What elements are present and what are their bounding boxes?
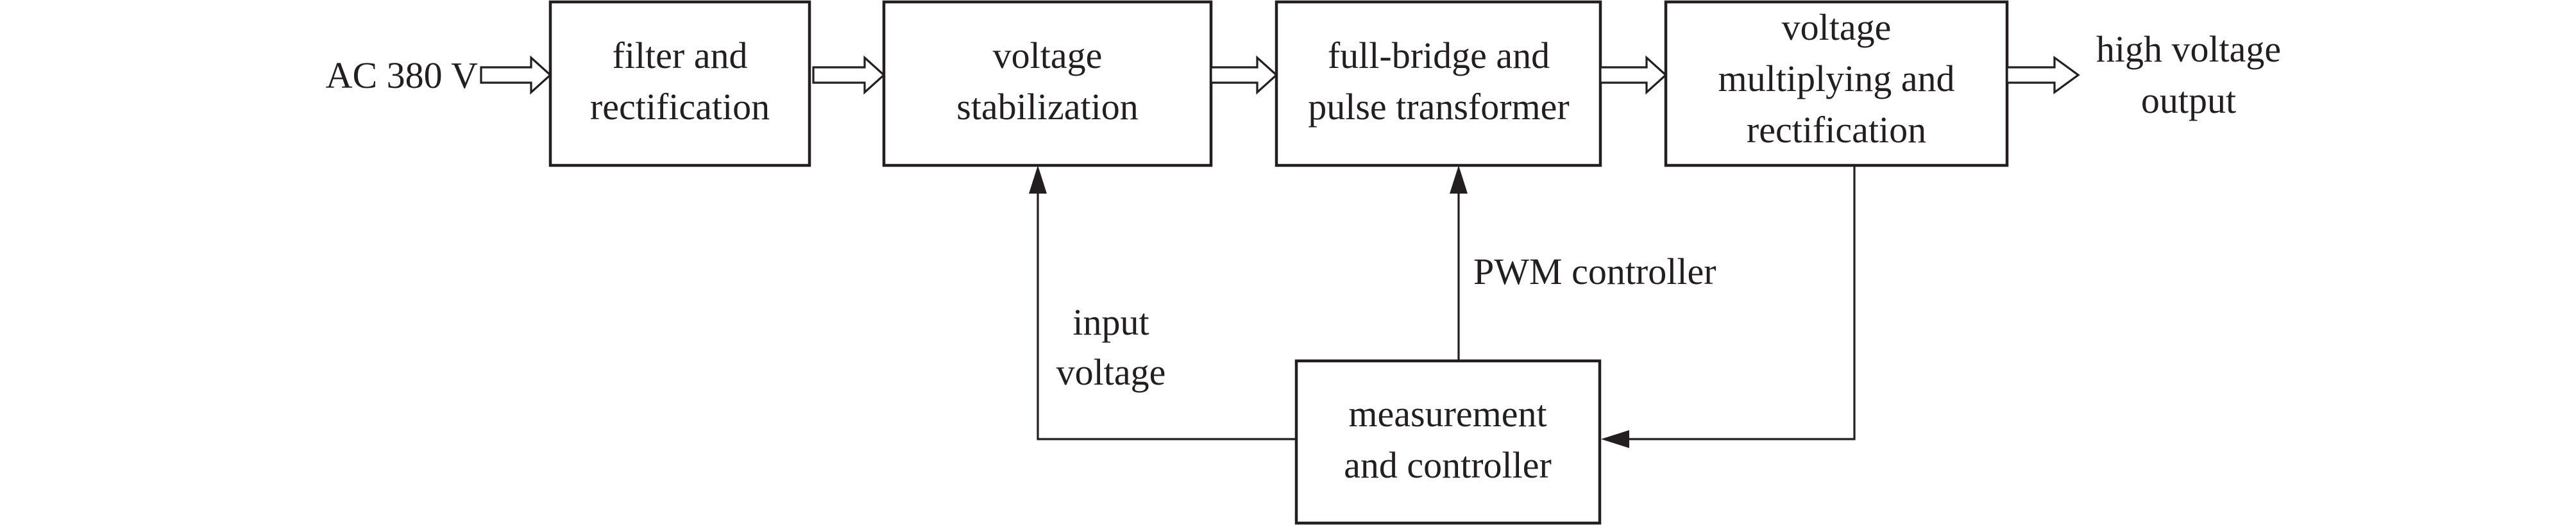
voltage-multiplier-label-line3: rectification xyxy=(1747,109,1926,151)
voltage-multiplier-box xyxy=(1664,0,2009,167)
measurement-controller-label-line2: and controller xyxy=(1344,444,1552,486)
full-bridge-label-line1: full-bridge and xyxy=(1328,35,1550,76)
input-label: AC 380 V xyxy=(326,54,479,96)
voltage-multiplier-label-line1: voltage xyxy=(1782,6,1892,48)
pwm-control-arrowhead xyxy=(1450,165,1468,194)
input-voltage-label-line2: voltage xyxy=(1056,351,1166,393)
input-voltage-arrowhead xyxy=(1029,165,1047,194)
input-flow-arrow xyxy=(480,55,552,95)
filter-to-stabilization-arrow xyxy=(812,55,886,95)
voltage-stabilization-label-line2: stabilization xyxy=(956,86,1139,128)
filter-rectification-box xyxy=(548,0,811,167)
fullbridge-to-multiplier-arrow xyxy=(1599,55,1668,95)
full-bridge-label-line2: pulse transformer xyxy=(1308,86,1569,128)
input-voltage-wire xyxy=(1037,192,1296,440)
voltage-stabilization-box xyxy=(882,0,1213,167)
voltage-multiplier-label-line2: multiplying and xyxy=(1718,58,1955,99)
pwm-controller-label: PWM controller xyxy=(1473,251,1716,292)
input-voltage-label-line1: input xyxy=(1072,301,1149,343)
filter-rectification-label-line1: filter and xyxy=(613,35,748,76)
voltage-stabilization-label-line1: voltage xyxy=(993,35,1103,76)
measurement-controller-box xyxy=(1294,359,1602,525)
full-bridge-box xyxy=(1275,0,1602,167)
output-label-line1: high voltage xyxy=(2096,28,2281,70)
measurement-controller-label-line1: measurement xyxy=(1348,393,1546,435)
output-sense-arrowhead xyxy=(1601,430,1629,448)
filter-rectification-label-line2: rectification xyxy=(590,86,770,128)
output-label-line2: output xyxy=(2141,79,2236,121)
output-sense-wire xyxy=(1628,165,1856,440)
stabilization-to-fullbridge-arrow xyxy=(1210,55,1278,95)
output-flow-arrow xyxy=(2006,55,2080,95)
